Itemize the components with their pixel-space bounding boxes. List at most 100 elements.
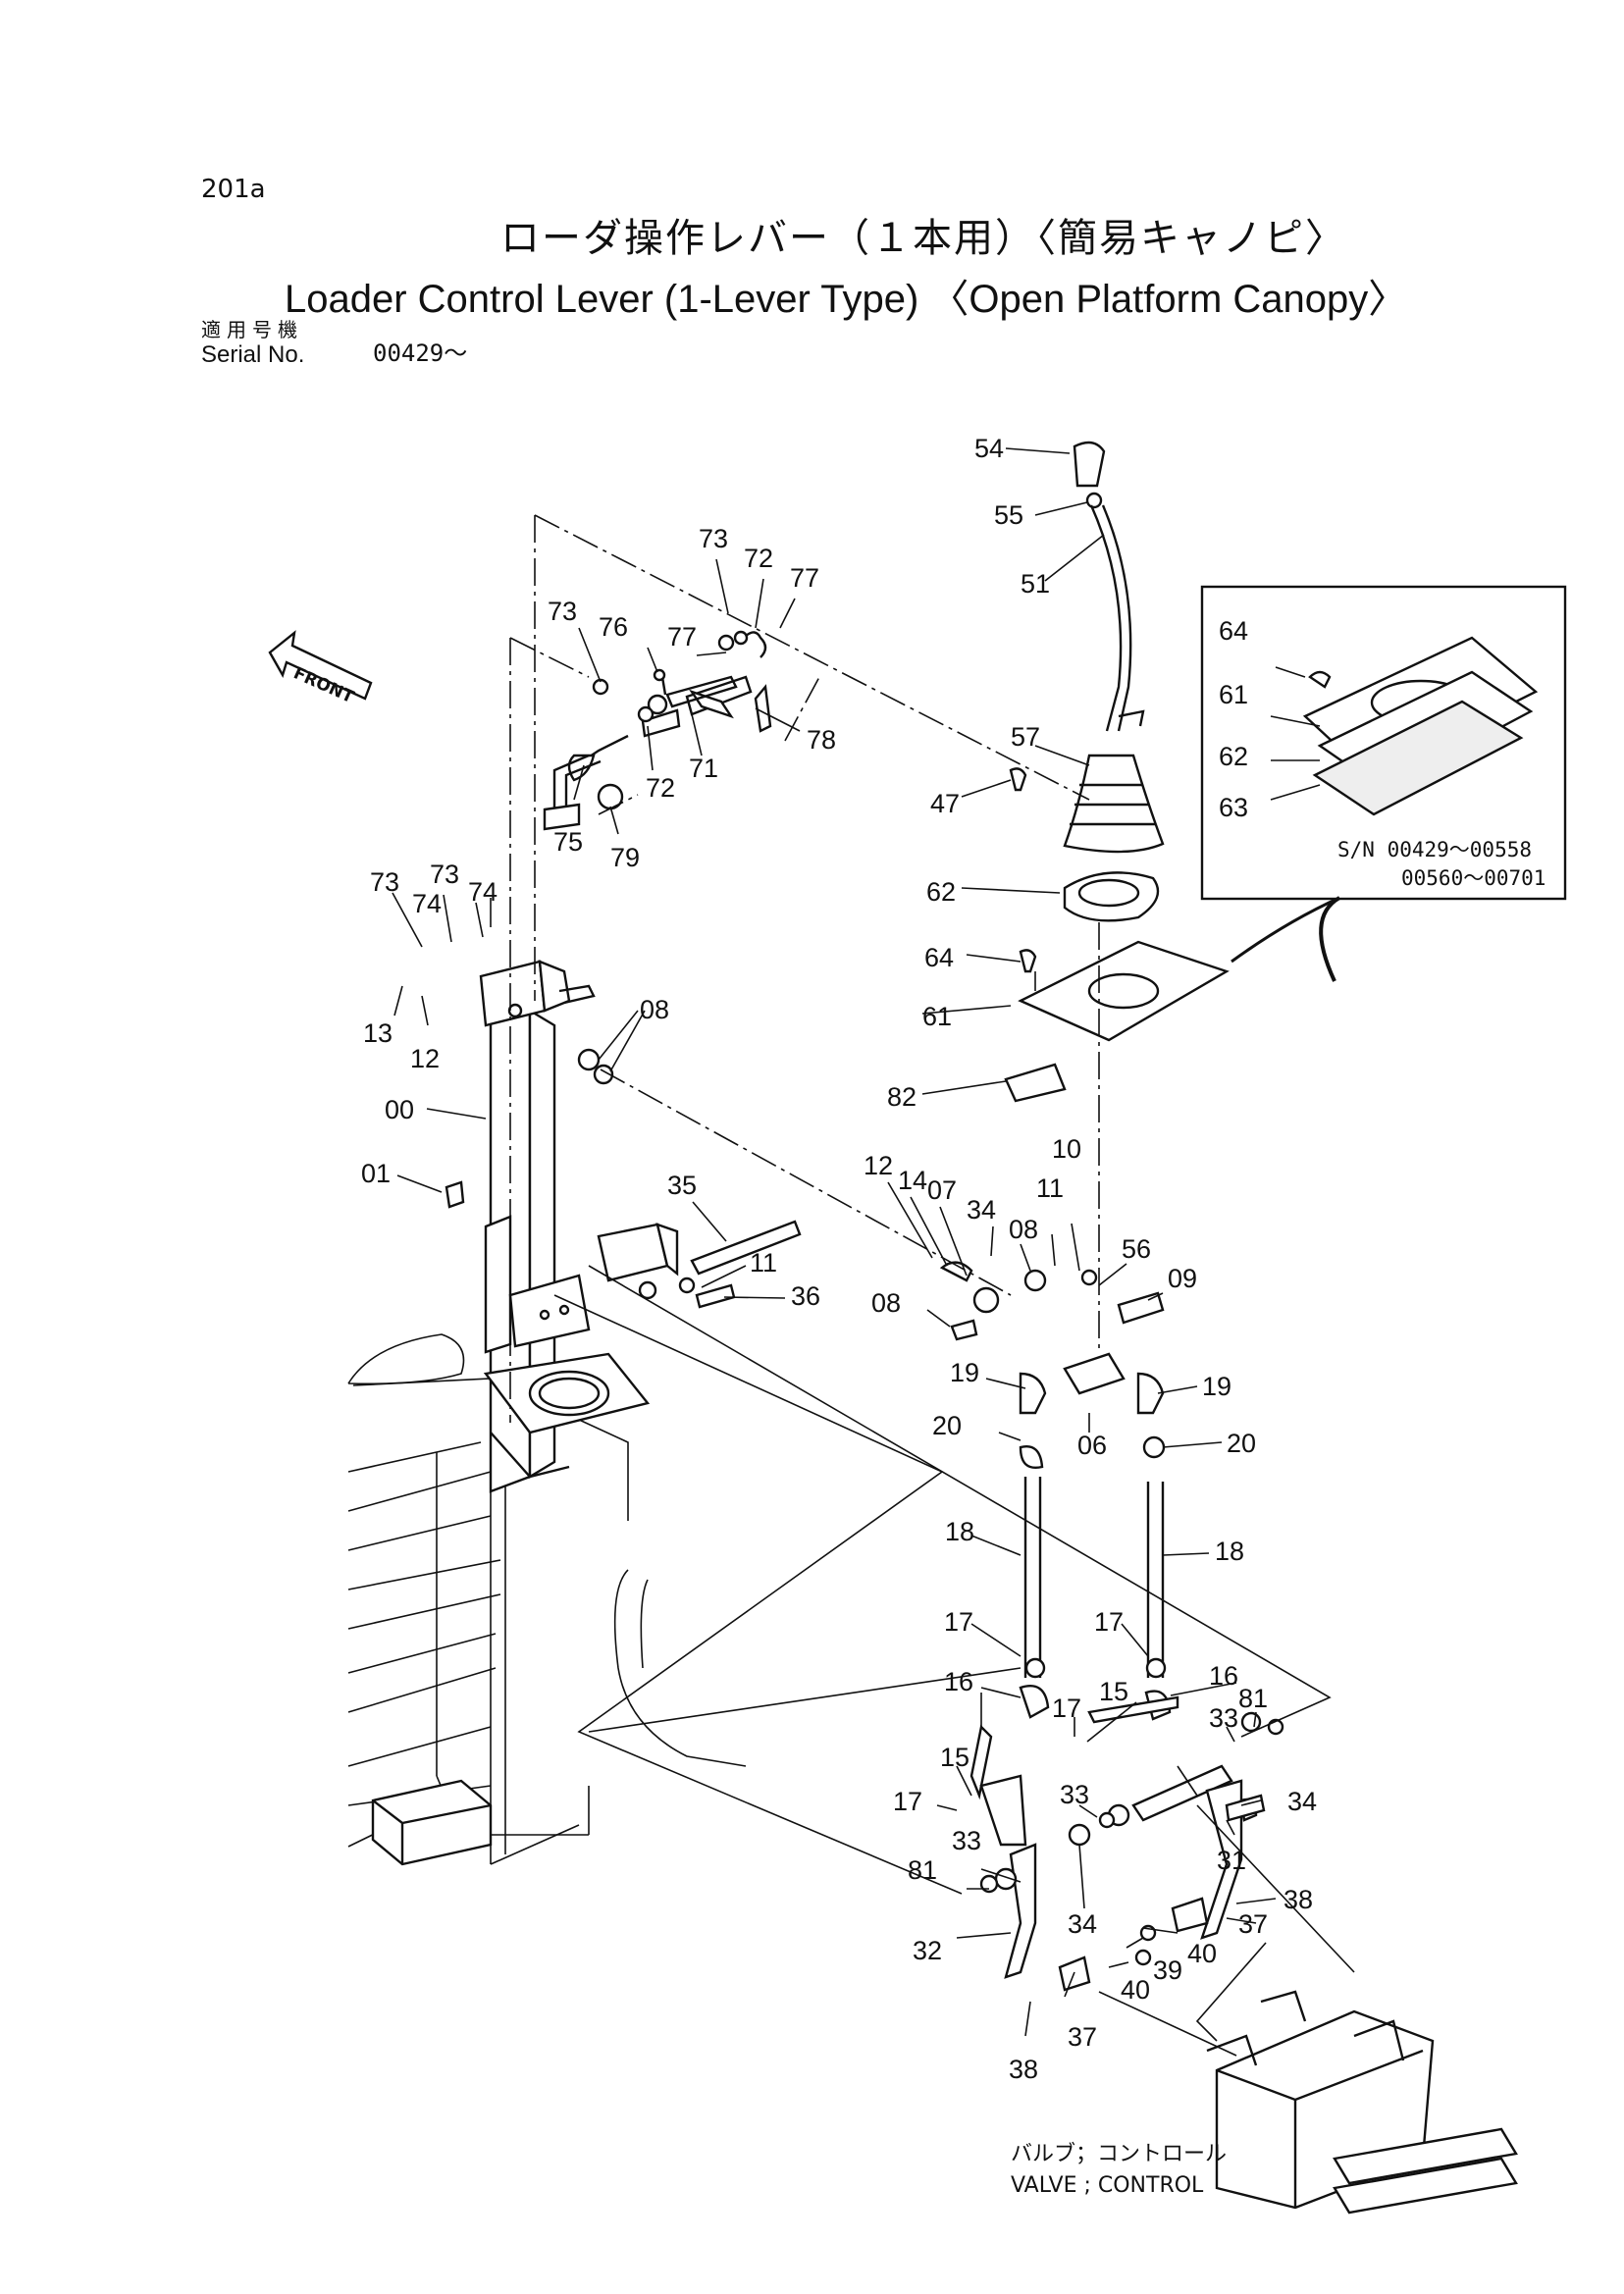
part-label-14: 14 bbox=[898, 1166, 927, 1195]
upper-linkage bbox=[543, 630, 772, 831]
part-label-18: 18 bbox=[1215, 1537, 1244, 1566]
part-label-62: 62 bbox=[926, 877, 956, 907]
part-label-55: 55 bbox=[994, 500, 1023, 530]
serial-label-english: Serial No. bbox=[201, 341, 305, 368]
part-label-17: 17 bbox=[944, 1607, 973, 1637]
inset-panel bbox=[1200, 585, 1567, 982]
part-label-73: 73 bbox=[430, 860, 459, 889]
serial-label-japanese: 適用号機 bbox=[201, 318, 303, 341]
part-label-40: 40 bbox=[1121, 1975, 1150, 2005]
part-label-47: 47 bbox=[930, 789, 960, 818]
part-label-32: 32 bbox=[913, 1936, 942, 1965]
part-label-33: 33 bbox=[952, 1826, 981, 1855]
part-label-36: 36 bbox=[791, 1281, 820, 1311]
part-label-18: 18 bbox=[945, 1517, 974, 1546]
part-label-34: 34 bbox=[967, 1195, 996, 1225]
part-label-08: 08 bbox=[640, 995, 669, 1024]
serial-value: 00429～ bbox=[373, 339, 468, 367]
part-label-10: 10 bbox=[1052, 1134, 1081, 1164]
part-label-12: 12 bbox=[864, 1151, 893, 1180]
part-label-33: 33 bbox=[1060, 1780, 1089, 1809]
inset-serial-line-1: S/N 00429～00558 bbox=[1337, 838, 1532, 861]
part-label-73: 73 bbox=[699, 524, 728, 553]
part-label-78: 78 bbox=[807, 725, 836, 755]
part-label-61: 61 bbox=[922, 1002, 952, 1031]
control-valve bbox=[1206, 1990, 1518, 2215]
part-label-54: 54 bbox=[974, 434, 1004, 463]
part-label-31: 31 bbox=[1217, 1846, 1246, 1875]
main-lever bbox=[1004, 441, 1230, 1103]
part-label-40: 40 bbox=[1187, 1939, 1217, 1968]
part-label-19: 19 bbox=[1202, 1372, 1231, 1401]
part-label-37: 37 bbox=[1068, 2022, 1097, 2052]
part-label-17: 17 bbox=[893, 1787, 922, 1816]
inset-serial-line-2: 00560～00701 bbox=[1401, 866, 1545, 890]
title-japanese: ローダ操作レバー（１本用）〈簡易キャノピ〉 bbox=[500, 216, 1346, 261]
part-label-37: 37 bbox=[1238, 1909, 1268, 1939]
part-label-00: 00 bbox=[385, 1095, 414, 1124]
front-arrow: FRONT bbox=[268, 630, 373, 707]
inset-label-64: 64 bbox=[1219, 616, 1248, 646]
inset-label-62: 62 bbox=[1219, 742, 1248, 771]
part-label-16: 16 bbox=[1209, 1661, 1238, 1691]
part-label-16: 16 bbox=[944, 1667, 973, 1696]
part-label-11: 11 bbox=[1036, 1173, 1064, 1203]
part-label-57: 57 bbox=[1011, 722, 1040, 752]
part-label-82: 82 bbox=[887, 1082, 917, 1112]
part-label-73: 73 bbox=[548, 597, 577, 626]
part-label-76: 76 bbox=[599, 612, 628, 642]
part-label-34: 34 bbox=[1287, 1787, 1317, 1816]
part-label-51: 51 bbox=[1021, 569, 1050, 599]
part-label-64: 64 bbox=[924, 943, 954, 972]
inset-label-61: 61 bbox=[1219, 680, 1248, 709]
part-label-77: 77 bbox=[790, 563, 819, 593]
part-label-38: 38 bbox=[1009, 2055, 1038, 2084]
part-label-39: 39 bbox=[1153, 1955, 1182, 1985]
part-label-13: 13 bbox=[363, 1018, 393, 1048]
part-label-07: 07 bbox=[927, 1175, 957, 1205]
part-label-15: 15 bbox=[940, 1743, 969, 1772]
part-label-09: 09 bbox=[1168, 1264, 1197, 1293]
part-label-17: 17 bbox=[1052, 1694, 1081, 1723]
valve-caption-english: VALVE ; CONTROL bbox=[1011, 2173, 1204, 2198]
lever-stand bbox=[479, 960, 651, 1493]
page-number: 201a bbox=[201, 175, 266, 204]
part-label-35: 35 bbox=[667, 1171, 697, 1200]
valve-caption-japanese: バルブ；コントロール bbox=[1011, 2142, 1227, 2166]
part-label-71: 71 bbox=[689, 754, 718, 783]
part-label-08: 08 bbox=[1009, 1215, 1038, 1244]
part-label-20: 20 bbox=[1227, 1429, 1256, 1458]
part-label-74: 74 bbox=[468, 877, 498, 907]
part-label-72: 72 bbox=[646, 773, 675, 803]
part-label-19: 19 bbox=[950, 1358, 979, 1387]
part-label-74: 74 bbox=[412, 889, 442, 918]
leader-lines bbox=[392, 447, 1321, 2037]
part-label-72: 72 bbox=[744, 544, 773, 573]
part-label-73: 73 bbox=[370, 867, 399, 897]
part-labels: 54 55 51 57 47 62 64 61 82 73 72 77 73 7… bbox=[361, 434, 1545, 2198]
part-label-33: 33 bbox=[1209, 1703, 1238, 1733]
part-label-06: 06 bbox=[1077, 1431, 1107, 1460]
part-label-77: 77 bbox=[667, 622, 697, 652]
system-outline bbox=[553, 1265, 1355, 2057]
part-label-15: 15 bbox=[1099, 1677, 1128, 1706]
reference-lines bbox=[509, 514, 1100, 1423]
part-label-34: 34 bbox=[1068, 1909, 1097, 1939]
part-label-12: 12 bbox=[410, 1044, 440, 1073]
part-label-81: 81 bbox=[1238, 1684, 1268, 1713]
part-label-79: 79 bbox=[610, 843, 640, 872]
part-label-75: 75 bbox=[553, 827, 583, 857]
part-label-20: 20 bbox=[932, 1411, 962, 1440]
part-label-11: 11 bbox=[750, 1248, 777, 1277]
pushrods bbox=[445, 1048, 802, 1309]
part-label-56: 56 bbox=[1122, 1234, 1151, 1264]
part-label-38: 38 bbox=[1283, 1885, 1313, 1914]
part-label-08: 08 bbox=[871, 1288, 901, 1318]
part-label-17: 17 bbox=[1094, 1607, 1124, 1637]
foot-pedal bbox=[371, 1779, 493, 1866]
part-label-01: 01 bbox=[361, 1159, 391, 1188]
part-label-81: 81 bbox=[908, 1855, 937, 1885]
inset-label-63: 63 bbox=[1219, 793, 1248, 822]
